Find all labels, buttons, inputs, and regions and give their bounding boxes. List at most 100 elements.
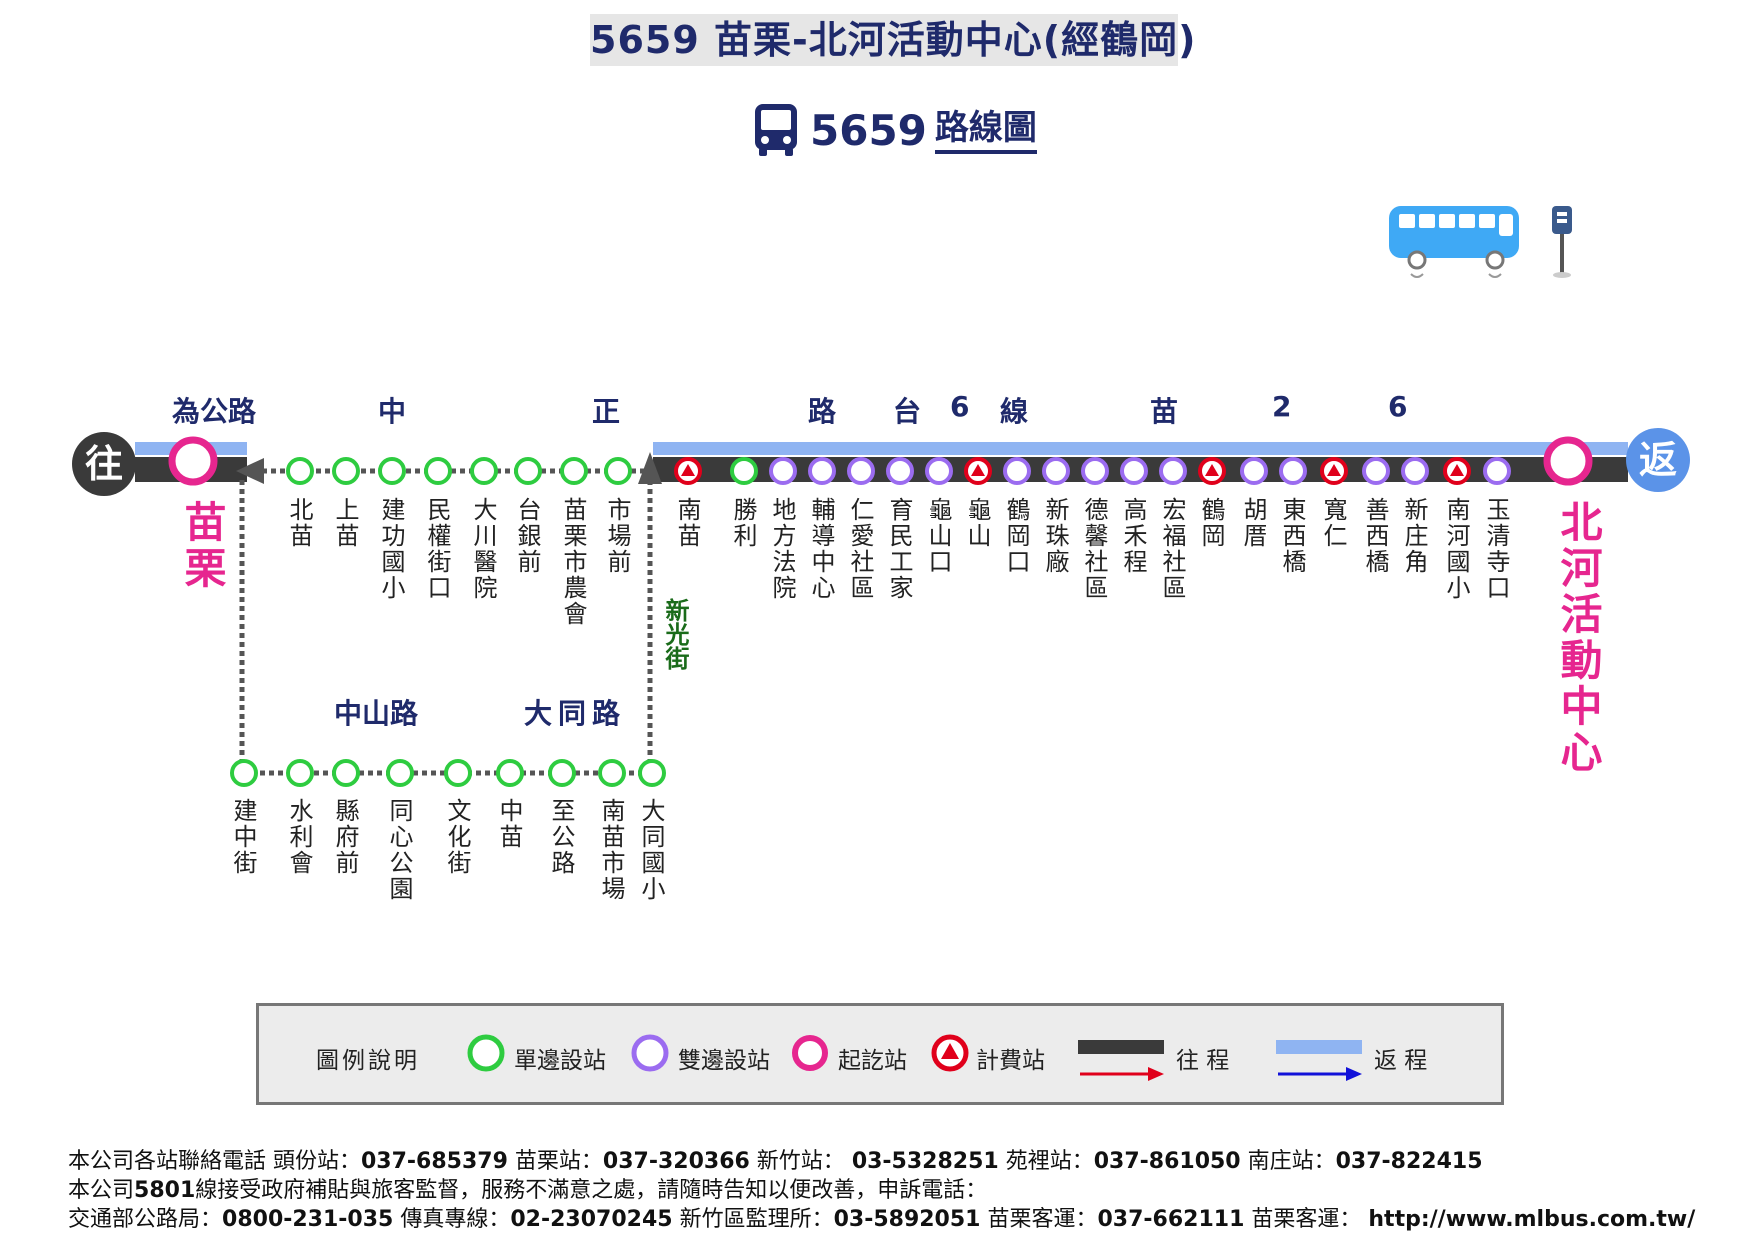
route-lines [135, 436, 1628, 787]
stop-marker-仁愛社區 [847, 457, 875, 485]
legend-return-label: 返 程 [1374, 1048, 1428, 1074]
stop-marker-鶴岡口 [1003, 457, 1031, 485]
stop-label-台銀前: 台銀前 [513, 497, 541, 575]
stop-label-鶴岡: 鶴岡 [1197, 497, 1225, 549]
footer-segment: 02-23070245 [510, 1207, 673, 1232]
footer-segment: 線接受政府補貼與旅客監督，服務不滿意之處，請隨時告知以便改善，申訴電話： [195, 1178, 988, 1203]
footer-segment: 037-822415 [1335, 1149, 1483, 1174]
stop-marker-同心公園 [386, 759, 414, 787]
stop-label-德馨社區: 德馨社區 [1080, 497, 1108, 601]
terminal-label-end: 北河活動中心 [1554, 500, 1603, 776]
footer-segment: 0800-231-035 [222, 1207, 394, 1232]
bottom-row-stop-markers [230, 759, 666, 787]
stop-label-新珠廠: 新珠廠 [1041, 497, 1069, 575]
stop-label-縣府前: 縣府前 [331, 798, 359, 876]
page-title: 5659 苗栗-北河活動中心(經鶴岡) [590, 18, 1197, 62]
stop-label-市場前: 市場前 [603, 497, 631, 575]
stop-label-東西橋: 東西橋 [1278, 497, 1306, 575]
stop-label-建中街: 建中街 [229, 798, 257, 876]
stop-marker-宏福社區 [1159, 457, 1187, 485]
legend-terminal-label: 起訖站 [838, 1048, 907, 1074]
stop-marker-德馨社區 [1081, 457, 1109, 485]
stop-marker-高禾程 [1120, 457, 1148, 485]
footer-segment: 037-320366 [602, 1149, 750, 1174]
footer-segment: 苗栗客運： [1244, 1207, 1369, 1232]
up-arrow-icon [638, 452, 662, 484]
footer-segment: 037-662111 [1097, 1207, 1245, 1232]
legend-return-icon [1276, 1040, 1362, 1081]
stop-marker-文化街 [444, 759, 472, 787]
route-number: 5659 [810, 105, 927, 155]
stop-label-水利會: 水利會 [285, 798, 313, 876]
route-map-heading: 5659 路線圖 [752, 100, 1037, 160]
section-label-zheng: 正 [592, 395, 621, 428]
stop-label-輔導中心: 輔導中心 [807, 497, 835, 601]
bus-stop-sign-icon [1552, 206, 1572, 278]
section-label-zhongshan-road: 中山路 [334, 697, 419, 730]
terminal-stop-miaoli [168, 436, 218, 486]
stop-marker-苗栗市農會 [560, 457, 588, 485]
stop-label-龜山口: 龜山口 [924, 497, 952, 575]
stop-label-苗栗市農會: 苗栗市農會 [559, 497, 587, 627]
legend-outbound-icon [1078, 1040, 1164, 1081]
stop-marker-勝利 [730, 457, 758, 485]
return-bar-right [653, 442, 1628, 455]
stop-marker-至公路 [548, 759, 576, 787]
footer-line-1: 本公司各站聯絡電話 頭份站：037-685379 苗栗站：037-320366 … [68, 1143, 1483, 1175]
stop-marker-民權街口 [424, 457, 452, 485]
stop-label-鶴岡口: 鶴岡口 [1002, 497, 1030, 575]
terminal-label-start: 苗栗 [178, 500, 227, 592]
footer-segment: 交通部公路局： [68, 1207, 223, 1232]
terminal-stop-beihe [1543, 436, 1593, 486]
stop-marker-大同國小 [638, 759, 666, 787]
legend-single-label: 單邊設站 [514, 1048, 606, 1074]
title-banner [590, 14, 1178, 66]
stop-marker-輔導中心 [808, 457, 836, 485]
stop-label-善西橋: 善西橋 [1361, 497, 1389, 575]
stop-label-地方法院: 地方法院 [768, 497, 796, 601]
stop-label-南苗: 南苗 [673, 497, 701, 549]
section-label-xinguang-street: 新光街 [661, 598, 689, 670]
stop-marker-中苗 [496, 759, 524, 787]
stop-label-新庄角: 新庄角 [1400, 497, 1428, 575]
footer-segment: 苑裡站： [998, 1149, 1094, 1174]
stop-marker-台銀前 [514, 457, 542, 485]
stop-label-民權街口: 民權街口 [423, 497, 451, 601]
stop-marker-大川醫院 [470, 457, 498, 485]
section-label-tai: 台 [893, 395, 922, 428]
footer-segment: 037-861050 [1093, 1149, 1241, 1174]
stop-label-高禾程: 高禾程 [1119, 497, 1147, 575]
stop-marker-玉清寺口 [1483, 457, 1511, 485]
legend-double-icon [631, 1034, 669, 1072]
stop-marker-東西橋 [1279, 457, 1307, 485]
stop-label-文化街: 文化街 [443, 798, 471, 876]
stop-marker-育民工家 [886, 457, 914, 485]
section-label-two: 2 [1272, 390, 1292, 423]
stop-marker-龜山口 [925, 457, 953, 485]
footer-segment: 本公司各站聯絡電話 頭份站： [68, 1149, 361, 1174]
section-label-lu: 路 [808, 395, 837, 428]
footer-segment: 新竹區監理所： [672, 1207, 834, 1232]
legend-fare-icon [931, 1034, 969, 1072]
stop-label-大川醫院: 大川醫院 [469, 497, 497, 601]
footer-segment: 傳真專線： [393, 1207, 511, 1232]
stop-marker-市場前 [604, 457, 632, 485]
stop-label-胡厝: 胡厝 [1239, 497, 1267, 549]
stop-marker-北苗 [286, 457, 314, 485]
return-badge: 返 [1626, 428, 1690, 492]
stop-label-南苗市場: 南苗市場 [597, 798, 625, 902]
legend-single-icon [467, 1034, 505, 1072]
stop-label-大同國小: 大同國小 [637, 798, 665, 902]
section-label-datong-road: 大同路 [524, 697, 627, 730]
stop-marker-水利會 [286, 759, 314, 787]
stop-label-玉清寺口: 玉清寺口 [1482, 497, 1510, 601]
footer-segment: 03-5892051 [833, 1207, 981, 1232]
stop-marker-地方法院 [769, 457, 797, 485]
footer-segment[interactable]: http://www.mlbus.com.tw/ [1368, 1207, 1696, 1232]
footer-segment: 03-5328251 [851, 1149, 999, 1174]
stop-marker-胡厝 [1240, 457, 1268, 485]
footer-segment: 新竹站： [749, 1149, 852, 1174]
legend-title: 圖例說明 [316, 1048, 420, 1074]
stop-label-北苗: 北苗 [285, 497, 313, 549]
stop-label-上苗: 上苗 [331, 497, 359, 549]
